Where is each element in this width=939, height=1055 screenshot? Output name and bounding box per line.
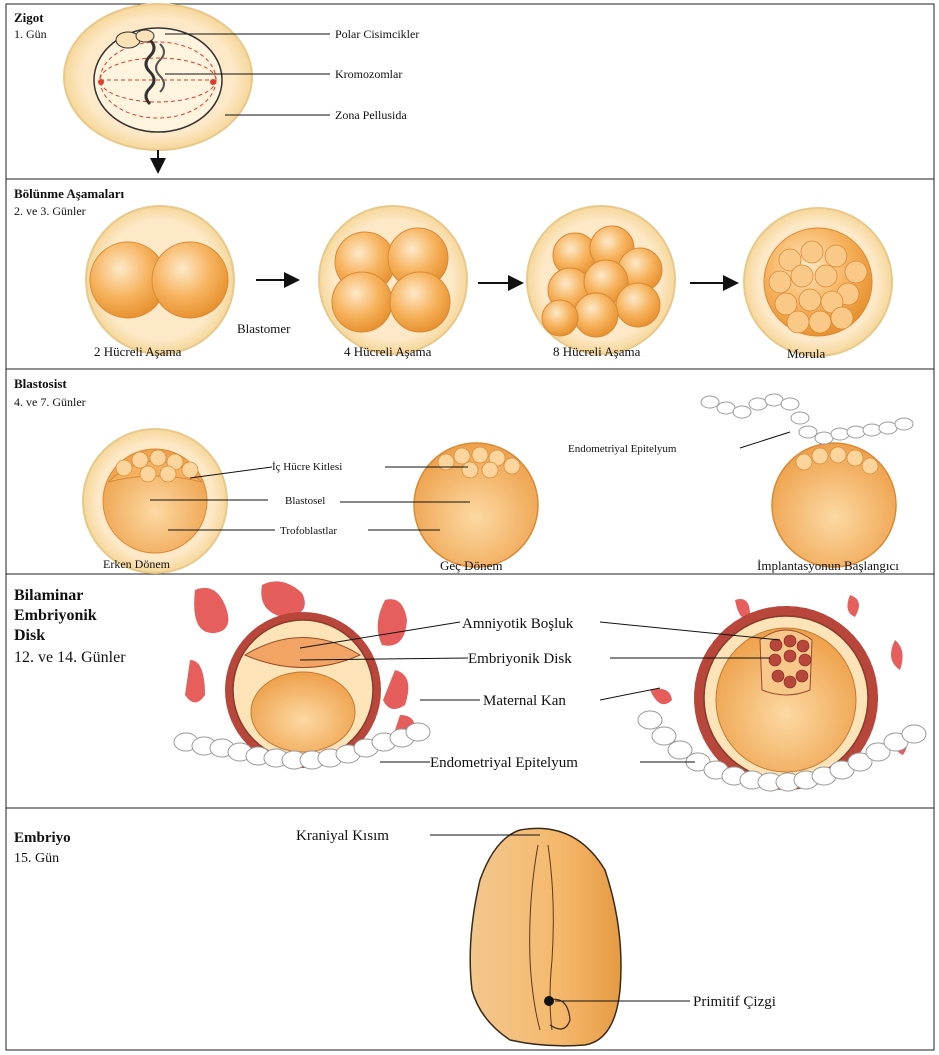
label-maternal: Maternal Kan [483,693,566,709]
bilaminar-left [174,581,430,769]
embryo-illustration [470,828,621,1045]
label-endometriyal-small: Endometriyal Epitelyum [568,443,677,455]
label-morula: Morula [787,346,826,361]
section-zigot: Zigot 1. Gün Polar Cisimcikler Kromozoml… [14,4,419,170]
blastocyst-late [414,443,538,567]
section-blastosist: Blastosist 4. ve 7. Günler [14,376,913,573]
blastosist-day: 4. ve 7. Günler [14,395,86,409]
label-polar: Polar Cisimcikler [335,27,419,41]
label-embriyonik: Embriyonik Disk [468,651,572,667]
label-stage8: 8 Hücreli Aşama [553,344,641,359]
stage-8-cell [527,206,675,354]
zygote-illustration [64,4,252,150]
section-embriyo: Embriyo 15. Gün Kraniyal Kısım Primitif … [14,828,776,1046]
endometrial-cells-small [701,394,913,444]
bilaminar-title-2: Embriyonik [14,607,97,624]
label-trofoblast: Trofoblastlar [280,525,337,537]
label-blastomer: Blastomer [237,321,291,336]
bilaminar-day: 12. ve 14. Günler [14,649,126,666]
stage-morula [744,208,892,356]
label-blastosel: Blastosel [285,495,325,507]
stage-2-cell [86,206,234,354]
label-ic-hucre: İç Hücre Kitlesi [272,461,342,473]
label-amniyotik: Amniyotik Boşluk [462,616,574,632]
embriyo-title: Embriyo [14,830,71,846]
label-primitif: Primitif Çizgi [693,994,776,1010]
label-stage2: 2 Hücreli Aşama [94,344,182,359]
section-bilaminar: Bilaminar Embriyonik Disk 12. ve 14. Gün… [14,581,926,791]
stage-4-cell [319,206,467,354]
blastocyst-implantation [701,394,913,567]
label-zona: Zona Pellusida [335,108,407,122]
bolunme-title: Bölünme Aşamaları [14,186,125,201]
blastocyst-early [83,429,227,573]
label-gec: Geç Dönem [440,558,502,573]
label-kraniyal: Kraniyal Kısım [296,828,389,844]
label-endometriyal-large: Endometriyal Epitelyum [430,755,578,771]
bilaminar-title-3: Disk [14,627,45,644]
embriyo-day: 15. Gün [14,851,59,866]
zigot-day: 1. Gün [14,27,47,41]
zigot-title: Zigot [14,10,44,25]
section-bolunme: Bölünme Aşamaları 2. ve 3. Günler [14,186,892,361]
blastosist-title: Blastosist [14,376,67,391]
bolunme-day: 2. ve 3. Günler [14,204,86,218]
label-implant: İmplantasyonun Başlangıcı [757,558,899,573]
label-erken: Erken Dönem [103,557,171,571]
label-stage4: 4 Hücreli Aşama [344,344,432,359]
label-kromozom: Kromozomlar [335,67,402,81]
bilaminar-title-1: Bilaminar [14,587,83,604]
